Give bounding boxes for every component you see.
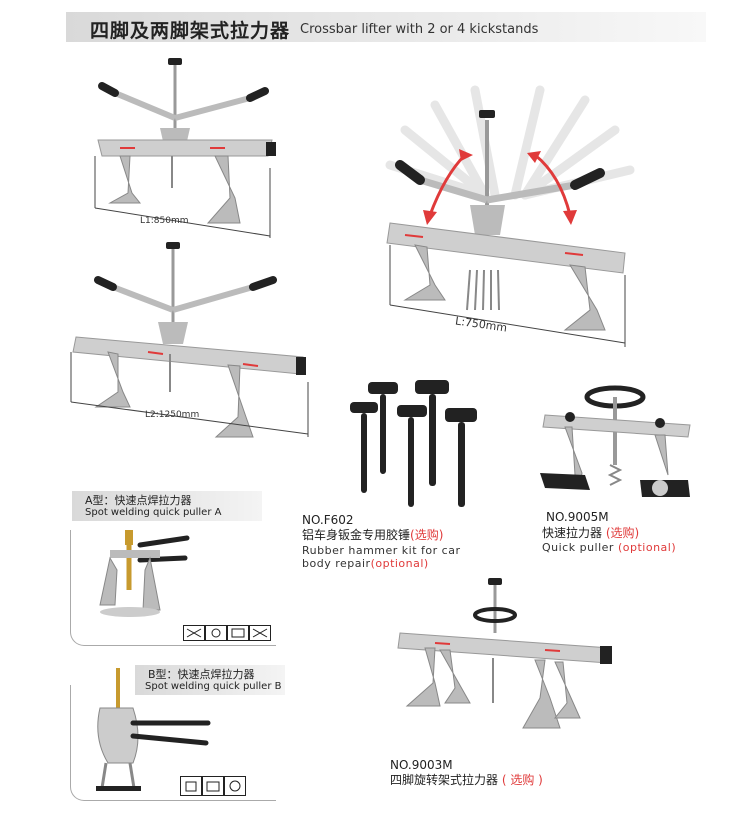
q9005-optional-en: (optional) bbox=[617, 541, 677, 554]
q9005-en-text: Quick puller bbox=[542, 541, 614, 554]
f602-name-en-line2: body repair(optional) bbox=[302, 557, 429, 570]
q9003-optional-cn: ( 选购 ) bbox=[501, 773, 543, 787]
f602-name-en-line1: Rubber hammer kit for car bbox=[302, 544, 461, 557]
q9003-name-cn: 四脚旋转架式拉力器 ( 选购 ) bbox=[390, 773, 543, 788]
panel-a-accessory-icons bbox=[183, 625, 271, 641]
spot-welding-puller-b-illustration bbox=[96, 668, 211, 791]
header-title-cn: 四脚及两脚架式拉力器 bbox=[90, 20, 291, 42]
lifter-750-rotating-illustration bbox=[385, 85, 635, 347]
q9005-optional-cn: (选购) bbox=[605, 526, 640, 540]
l2-dimension: L2:1250mm bbox=[145, 410, 200, 420]
panel-b-tag bbox=[135, 665, 285, 695]
panel-a-frame bbox=[70, 530, 276, 646]
f602-cn-text: 铝车身钣金专用胶锤 bbox=[302, 528, 411, 542]
panel-b-title-en: Spot welding quick puller B bbox=[145, 681, 282, 692]
q9005-name-en: Quick puller (optional) bbox=[542, 541, 676, 554]
q9003-number: NO.9003M bbox=[390, 758, 453, 772]
panel-a-title-en: Spot welding quick puller A bbox=[85, 507, 222, 518]
q9003-cn-text: 四脚旋转架式拉力器 bbox=[390, 773, 499, 787]
lifter-1250-illustration bbox=[70, 242, 309, 438]
rubber-hammer-kit-illustration bbox=[350, 380, 477, 507]
spot-welding-puller-a-illustration bbox=[99, 530, 190, 617]
q9005-cn-text: 快速拉力器 bbox=[542, 526, 603, 540]
lifter-850-illustration bbox=[94, 58, 276, 238]
l1-dimension: L1:850mm bbox=[140, 216, 189, 226]
f602-optional-en: (optional) bbox=[370, 557, 429, 570]
header-bar bbox=[66, 12, 706, 42]
f602-optional-cn: (选购) bbox=[410, 528, 444, 542]
panel-a-title-cn: A型：快速点焊拉力器 bbox=[85, 494, 192, 507]
q9005-name-cn: 快速拉力器 (选购) bbox=[542, 526, 639, 541]
q9005-number: NO.9005M bbox=[546, 510, 609, 524]
panel-b-frame bbox=[70, 685, 276, 801]
f602-name-cn: 铝车身钣金专用胶锤(选购) bbox=[302, 528, 443, 543]
panel-a-tag bbox=[72, 491, 262, 521]
f602-en-text: body repair bbox=[302, 557, 371, 570]
quick-puller-9005m-illustration bbox=[540, 385, 691, 497]
f602-number: NO.F602 bbox=[302, 513, 354, 527]
panel-b-accessory-icons bbox=[180, 776, 246, 796]
header-title-en: Crossbar lifter with 2 or 4 kickstands bbox=[300, 22, 539, 37]
lifter-9003m-illustration bbox=[397, 578, 612, 729]
panel-b-title-cn: B型：快速点焊拉力器 bbox=[148, 668, 255, 681]
